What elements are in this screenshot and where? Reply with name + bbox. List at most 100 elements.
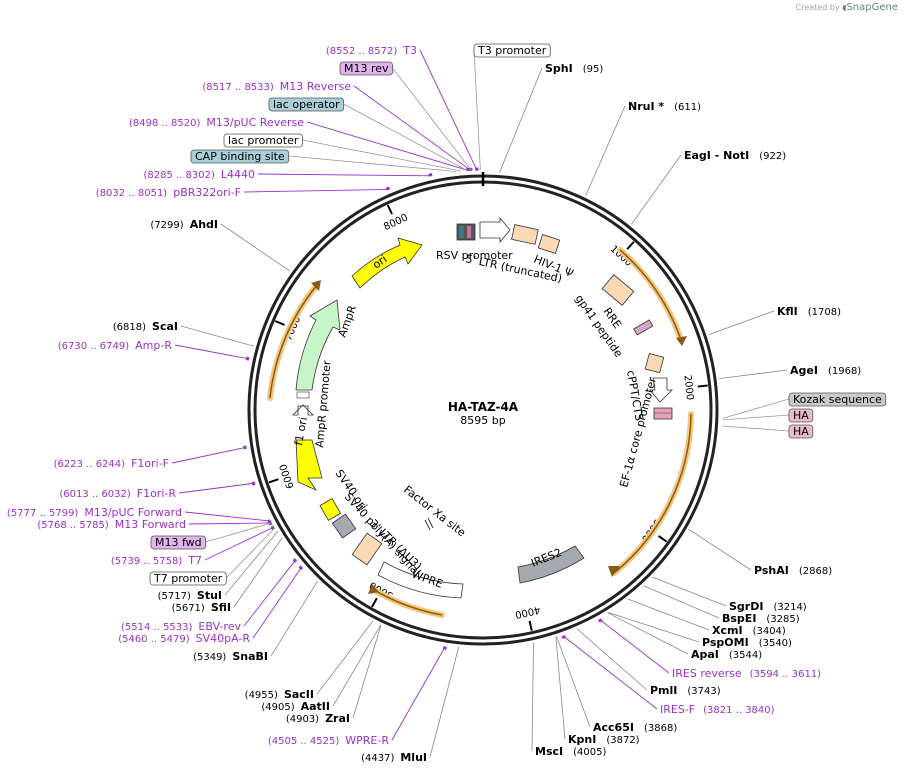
primer-site[interactable]: F1ori-F(6223 .. 6244) bbox=[54, 457, 169, 470]
primer-site[interactable]: SV40pA-R(5460 .. 5479) bbox=[118, 632, 250, 645]
enzyme-site[interactable]: StuI(5717) bbox=[158, 589, 222, 602]
primer-name: T7 bbox=[187, 554, 202, 567]
sv40-ori-block[interactable] bbox=[319, 498, 342, 521]
enzyme-site[interactable]: MluI(4437) bbox=[361, 751, 427, 764]
primer-leader bbox=[306, 121, 469, 171]
enzyme-position: (3404) bbox=[753, 626, 786, 637]
enzyme-site[interactable]: AgeI(1968) bbox=[790, 364, 861, 377]
primer-range: (8032 .. 8051) bbox=[96, 188, 168, 199]
enzyme-site[interactable]: ZraI(4903) bbox=[286, 712, 350, 725]
primer-site[interactable]: T3(8552 .. 8572) bbox=[326, 44, 417, 57]
primer-site[interactable]: F1ori-R(6013 .. 6032) bbox=[59, 487, 176, 500]
three-ltr-block[interactable] bbox=[351, 532, 383, 566]
ha-tag-blocks[interactable] bbox=[653, 407, 673, 420]
primer-site[interactable]: M13 Forward(5768 .. 5785) bbox=[37, 518, 186, 531]
gp41-peptide-block[interactable] bbox=[633, 319, 654, 336]
ampr-arrow[interactable] bbox=[295, 299, 341, 391]
primer-site[interactable]: M13/pUC Reverse(8498 .. 8520) bbox=[129, 116, 304, 129]
hiv-psi-block[interactable] bbox=[537, 234, 561, 254]
enzyme-site[interactable]: XcmI (3404) bbox=[712, 624, 786, 637]
enzyme-site[interactable]: SnaBI(5349) bbox=[193, 650, 268, 663]
enzyme-site[interactable]: EagI - NotI(922) bbox=[684, 149, 786, 162]
enzyme-leader bbox=[576, 628, 648, 691]
primer-site[interactable]: EBV-rev(5514 .. 5533) bbox=[121, 620, 241, 633]
feature-callout[interactable]: M13 fwd bbox=[150, 535, 207, 550]
orf-arc-ef1a[interactable] bbox=[611, 411, 694, 576]
five-ltr-promoter-arrow[interactable] bbox=[479, 216, 511, 244]
ires2-box[interactable] bbox=[517, 545, 585, 584]
primer-site[interactable]: pBR322ori-F(8032 .. 8051) bbox=[96, 186, 241, 199]
feature-callout[interactable]: T3 promoter bbox=[473, 43, 551, 58]
enzyme-site[interactable]: Acc65I(3868) bbox=[593, 721, 677, 734]
enzyme-leader bbox=[688, 529, 752, 571]
wpre-box[interactable] bbox=[377, 561, 464, 599]
feature-callout[interactable]: M13 rev bbox=[339, 61, 393, 76]
feature-callout[interactable]: T7 promoter bbox=[149, 571, 227, 586]
feature-callout[interactable]: HA bbox=[788, 424, 814, 439]
enzyme-site[interactable]: BspEI(3285) bbox=[722, 612, 800, 625]
enzyme-position: (922) bbox=[759, 151, 786, 162]
feature-callout[interactable]: lac operator bbox=[268, 97, 345, 112]
enzyme-site[interactable]: PshAI(2868) bbox=[754, 564, 832, 577]
feature-rsv-promoter: RSV promoter bbox=[436, 249, 513, 262]
enzyme-site[interactable]: MscI(4005) bbox=[535, 745, 606, 758]
primer-name: M13 Reverse bbox=[280, 80, 351, 93]
ampr-promoter-arrow[interactable] bbox=[292, 404, 314, 416]
primer-site[interactable]: M13 Reverse(8517 .. 8533) bbox=[202, 80, 351, 93]
five-ltr-block[interactable] bbox=[511, 224, 539, 245]
primer-marker bbox=[598, 618, 603, 623]
tick-label: 6000 bbox=[278, 462, 297, 490]
feature-callout-leader bbox=[302, 139, 462, 172]
enzyme-site[interactable]: KpnI(3872) bbox=[568, 733, 640, 746]
cppt-cts-block[interactable] bbox=[644, 352, 665, 374]
ori-arrow[interactable] bbox=[351, 237, 423, 289]
enzyme-site[interactable]: SphI(95) bbox=[545, 62, 603, 75]
sv40-polya-block[interactable] bbox=[331, 513, 357, 539]
enzyme-position: (5349) bbox=[193, 652, 226, 663]
primer-range: (5777 .. 5799) bbox=[7, 508, 79, 519]
primer-name: WPRE-R bbox=[345, 734, 389, 747]
enzyme-leader bbox=[608, 612, 700, 643]
enzyme-site[interactable]: PmlI(3743) bbox=[650, 684, 721, 697]
primer-leader bbox=[178, 482, 255, 494]
feature-callout[interactable]: lac promoter bbox=[223, 133, 303, 148]
enzyme-site[interactable]: AatII(4905) bbox=[261, 700, 330, 713]
enzyme-site[interactable]: SfiI(5671) bbox=[172, 601, 231, 614]
enzyme-name: SphI bbox=[545, 62, 573, 75]
primer-site[interactable]: WPRE-R(4505 .. 4525) bbox=[268, 734, 389, 747]
enzyme-site[interactable]: ApaI(3544) bbox=[691, 648, 762, 661]
enzyme-site[interactable]: SacII(4955) bbox=[245, 688, 314, 701]
ef1a-promoter-arrow[interactable] bbox=[649, 377, 673, 403]
primer-range: (5460 .. 5479) bbox=[118, 634, 190, 645]
primer-site[interactable]: L4440(8285 .. 8302) bbox=[143, 168, 255, 181]
feature-callout-leader bbox=[205, 522, 272, 543]
enzyme-name: AatII bbox=[301, 700, 330, 713]
enzyme-site[interactable]: KflI(1708) bbox=[777, 305, 841, 318]
primer-site[interactable]: IRES-F(3821 .. 3840) bbox=[660, 703, 775, 716]
orf-arc-left-core bbox=[269, 284, 318, 399]
enzyme-name: PspOMI bbox=[702, 636, 749, 649]
enzyme-site[interactable]: PspOMI(3540) bbox=[702, 636, 792, 649]
feature-callout[interactable]: Kozak sequence bbox=[788, 392, 887, 407]
enzyme-site[interactable]: NruI *(611) bbox=[628, 100, 701, 113]
primer-site[interactable]: T7(5739 .. 5758) bbox=[111, 554, 202, 567]
enzyme-name: AgeI bbox=[790, 364, 818, 377]
enzyme-leader bbox=[643, 585, 720, 619]
enzyme-site[interactable]: ScaI(6818) bbox=[113, 320, 178, 333]
rre-block[interactable] bbox=[601, 274, 635, 306]
enzyme-site[interactable]: AhdI(7299) bbox=[150, 218, 218, 231]
primer-leader bbox=[252, 566, 302, 639]
enzyme-site[interactable]: SgrDI(3214) bbox=[729, 600, 807, 613]
primer-site[interactable]: Amp-R(6730 .. 6749) bbox=[58, 339, 173, 352]
primer-site[interactable]: M13/pUC Forward(5777 .. 5799) bbox=[7, 506, 182, 519]
primer-range: (5768 .. 5785) bbox=[37, 520, 109, 531]
enzyme-name: XcmI bbox=[712, 624, 743, 637]
feature-callout[interactable]: HA bbox=[788, 408, 814, 423]
f1-ori-arrow[interactable] bbox=[295, 439, 323, 491]
primer-name: F1ori-R bbox=[137, 487, 177, 500]
primer-marker bbox=[385, 186, 391, 191]
feature-callout[interactable]: CAP binding site bbox=[190, 149, 290, 164]
feature-callout-text: CAP binding site bbox=[195, 150, 285, 163]
primer-name: IRES-F bbox=[660, 703, 695, 716]
primer-site[interactable]: IRES reverse(3594 .. 3611) bbox=[672, 667, 821, 680]
